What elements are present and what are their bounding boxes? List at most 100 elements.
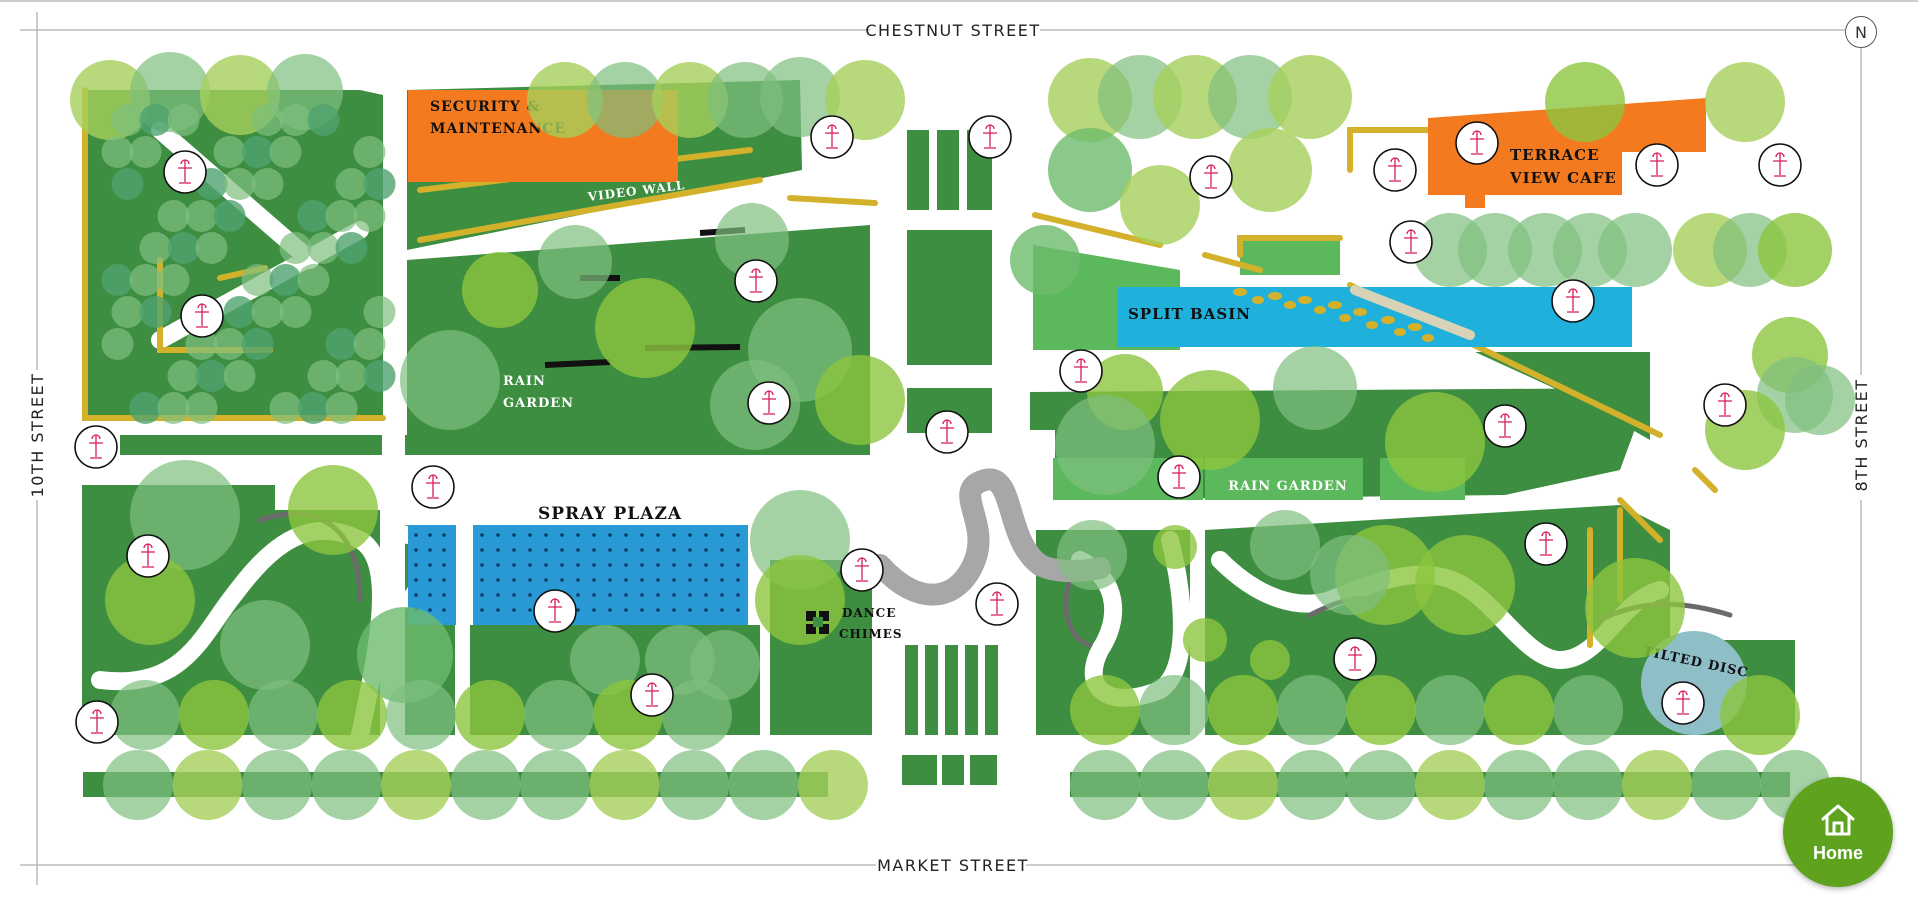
sculpture-marker[interactable] (734, 259, 778, 303)
tree (1120, 165, 1200, 245)
label-terrace-2: VIEW CAFE (1509, 169, 1617, 187)
tree (269, 136, 302, 168)
tree (1415, 675, 1485, 745)
label-terrace-1: TERRACE (1510, 146, 1600, 164)
tree (1208, 675, 1278, 745)
sculpture-icon (1204, 164, 1218, 189)
tree (1183, 618, 1227, 662)
tree (1553, 675, 1623, 745)
sculpture-marker[interactable] (180, 294, 224, 338)
street-label-east: 8TH STREET (1852, 378, 1871, 491)
trees (70, 52, 1855, 820)
sculpture-icon (1172, 464, 1186, 489)
tree (241, 328, 274, 360)
sculpture-icon (195, 303, 209, 328)
winding-ramp (869, 468, 1111, 606)
sculpture-marker[interactable] (975, 582, 1019, 626)
sculpture-marker[interactable] (1333, 637, 1377, 681)
sculpture-marker[interactable] (411, 465, 455, 509)
tree (1160, 370, 1260, 470)
sculpture-marker[interactable] (1059, 349, 1103, 393)
tree (1585, 558, 1685, 658)
tree (659, 750, 729, 820)
tree (172, 750, 243, 820)
tree (755, 555, 845, 645)
tree (1208, 750, 1278, 820)
tree (760, 57, 840, 137)
sculpture-marker[interactable] (75, 700, 119, 744)
sculpture-marker[interactable] (840, 548, 884, 592)
sculpture-marker[interactable] (810, 115, 854, 159)
tree (1310, 535, 1390, 615)
tree (213, 200, 246, 232)
sculpture-marker[interactable] (126, 534, 170, 578)
sculpture-marker[interactable] (1758, 143, 1802, 187)
sculpture-icon (89, 434, 103, 459)
sculpture-marker[interactable] (1157, 455, 1201, 499)
tree (1139, 675, 1209, 745)
tree (279, 296, 312, 328)
tree (524, 680, 594, 750)
tree (1057, 520, 1127, 590)
sculpture-marker[interactable] (1703, 383, 1747, 427)
sculpture-marker[interactable] (968, 115, 1012, 159)
label-dance-chimes-1: DANCE (842, 606, 896, 620)
tree (357, 607, 453, 703)
tree (353, 328, 386, 360)
sculpture-marker[interactable] (163, 150, 207, 194)
tree (139, 232, 172, 264)
sculpture-icon (1074, 358, 1088, 383)
sculpture-marker[interactable] (1661, 681, 1705, 725)
sculpture-marker[interactable] (533, 589, 577, 633)
sculpture-marker[interactable] (630, 673, 674, 717)
label-security-2: MAINTENANCE (430, 121, 566, 137)
tree (325, 328, 358, 360)
compass-label: N (1855, 22, 1867, 42)
tree (1010, 225, 1080, 295)
sculpture-icon (1348, 646, 1362, 671)
tree (223, 360, 256, 392)
tree (279, 104, 312, 136)
sculpture-marker[interactable] (1455, 121, 1499, 165)
tree (520, 750, 590, 820)
sculpture-marker[interactable] (1373, 148, 1417, 192)
label-rain-garden-east: RAIN GARDEN (1228, 479, 1347, 494)
tree (325, 392, 358, 424)
tree (185, 200, 218, 232)
tree (798, 750, 868, 820)
sculpture-marker[interactable] (1483, 404, 1527, 448)
sculpture-marker[interactable] (1635, 143, 1679, 187)
sculpture-icon (940, 419, 954, 444)
sculpture-marker[interactable] (1389, 220, 1433, 264)
street-label-west: 10TH STREET (28, 373, 47, 498)
tree (241, 264, 274, 296)
tree (1705, 62, 1785, 142)
sculpture-icon (1650, 152, 1664, 177)
sculpture-marker[interactable] (1551, 279, 1595, 323)
tree (167, 232, 200, 264)
sculpture-marker[interactable] (747, 381, 791, 425)
tree (386, 680, 456, 750)
tree (129, 136, 162, 168)
sculpture-marker[interactable] (1189, 155, 1233, 199)
tree (1250, 510, 1320, 580)
tree (1553, 750, 1623, 820)
tree (167, 104, 200, 136)
split-basin-stones (1233, 288, 1434, 342)
tree (1055, 395, 1155, 495)
sculpture-marker[interactable] (1524, 522, 1568, 566)
tree (325, 200, 358, 232)
sculpture-marker[interactable] (74, 425, 118, 469)
sculpture-icon (855, 557, 869, 582)
sculpture-icon (1773, 152, 1787, 177)
tree (317, 680, 387, 750)
home-button[interactable]: Home (1783, 777, 1893, 887)
sculpture-marker[interactable] (925, 410, 969, 454)
tree (157, 392, 190, 424)
tree (1415, 750, 1485, 820)
tree (400, 330, 500, 430)
tree (1208, 55, 1292, 139)
tree (307, 232, 340, 264)
split-basin-bar (1350, 285, 1475, 340)
tree (353, 200, 386, 232)
